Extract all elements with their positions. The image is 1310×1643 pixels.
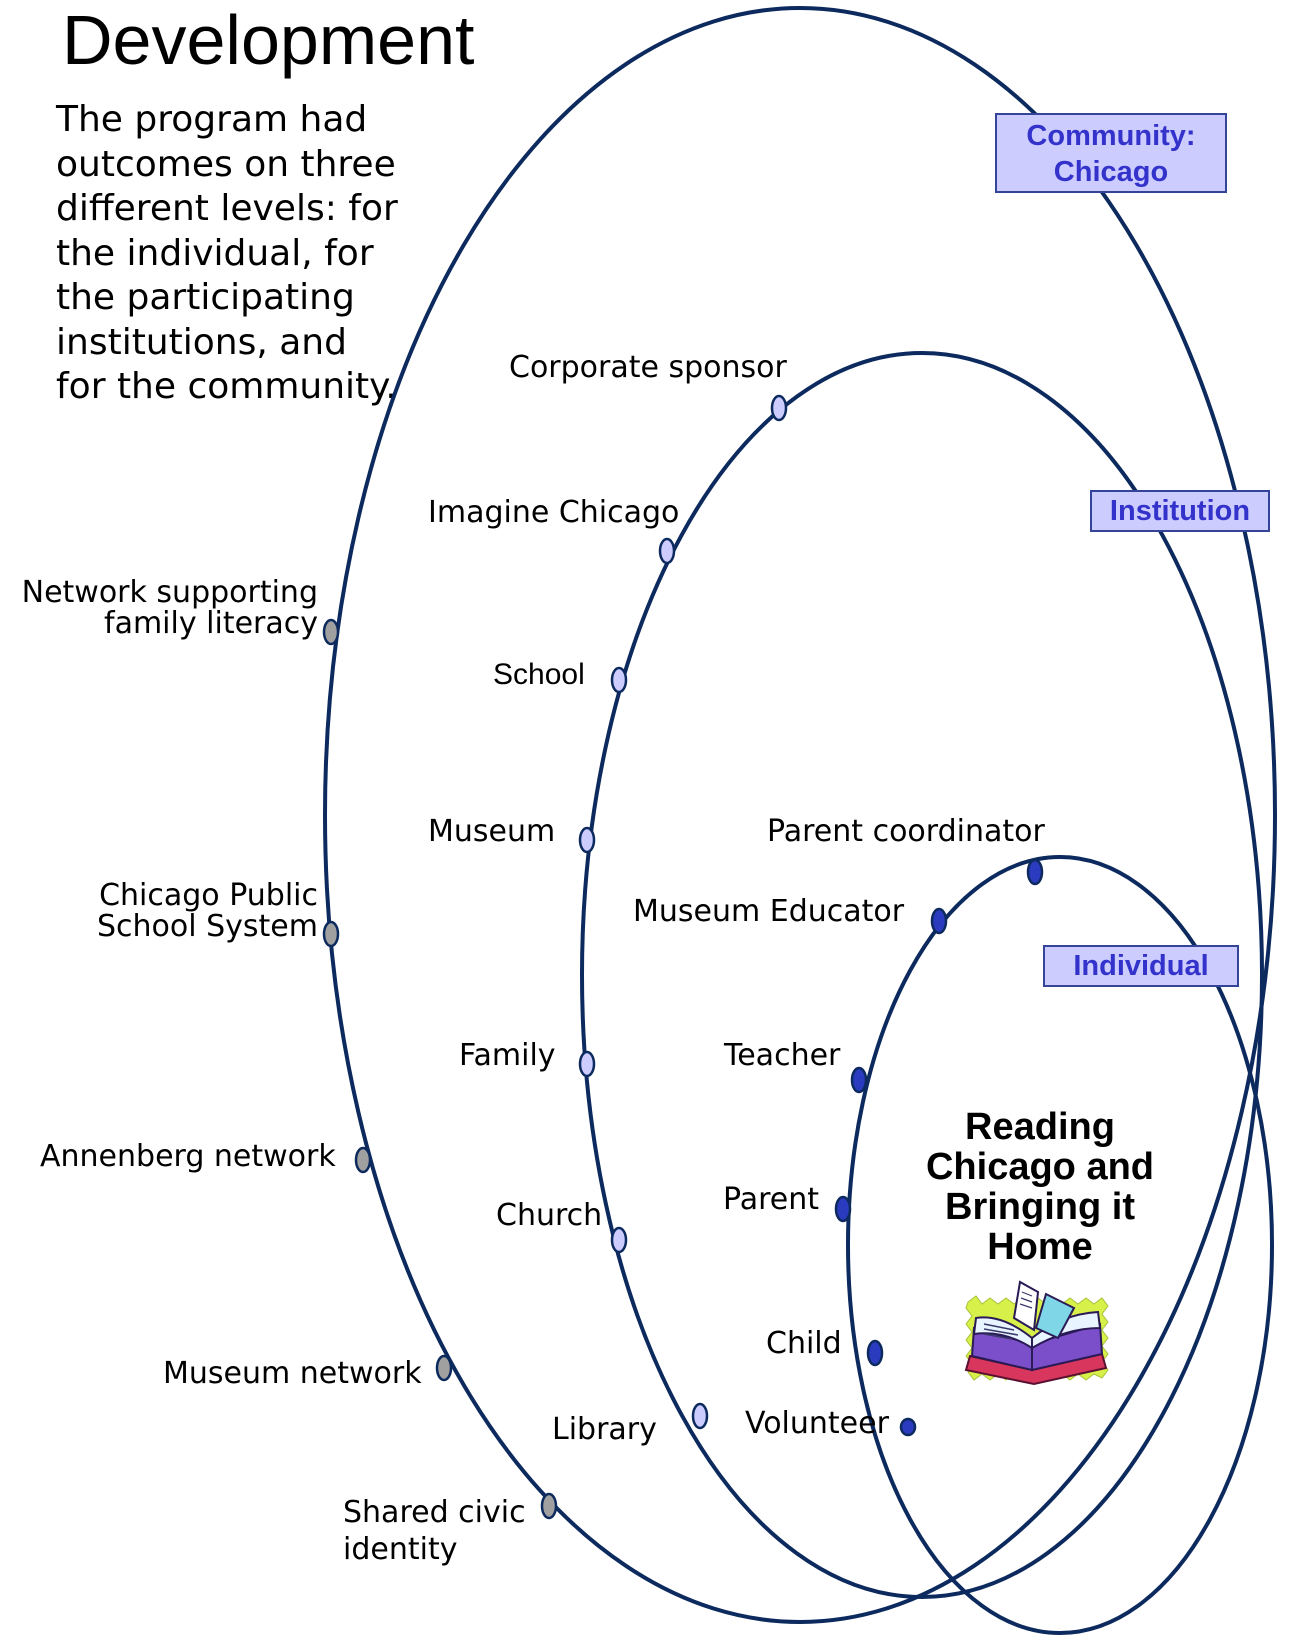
node-label-network-family-literacy: Network supporting family literacy: [21, 575, 318, 641]
node-dot-museum-educator: [930, 907, 948, 935]
node-dot-library: [691, 1402, 709, 1430]
node-label-parent-coordinator: Parent coordinator: [767, 814, 1045, 849]
community-ellipse: [323, 6, 1277, 1624]
node-label-child: Child: [766, 1326, 842, 1361]
node-dot-network-family-literacy: [322, 618, 340, 646]
node-dot-shared-civic-identity: [540, 1492, 558, 1520]
node-label-shared-civic-identity: Shared civic identity: [343, 1495, 526, 1567]
node-label-museum: Museum: [428, 814, 556, 849]
page-title: Development: [62, 1, 475, 79]
node-label-museum-network: Museum network: [163, 1356, 422, 1391]
node-label-corporate-sponsor: Corporate sponsor: [509, 350, 787, 385]
open-book-icon: [964, 1280, 1109, 1386]
node-dot-chicago-public-school-system: [322, 920, 340, 948]
node-label-annenberg-network: Annenberg network: [40, 1139, 336, 1174]
node-label-family: Family: [459, 1038, 556, 1073]
individual-level-box: Individual: [1043, 945, 1239, 987]
node-dot-church: [610, 1226, 628, 1254]
node-dot-parent: [834, 1195, 852, 1223]
node-dot-school: [610, 666, 628, 694]
node-label-imagine-chicago: Imagine Chicago: [428, 495, 680, 530]
node-dot-annenberg-network: [354, 1146, 372, 1174]
individual-ellipse: [846, 855, 1274, 1635]
node-dot-museum-network: [435, 1354, 453, 1382]
community-level-box: Community: Chicago: [995, 113, 1227, 193]
node-dot-teacher: [850, 1066, 868, 1094]
node-label-library: Library: [552, 1412, 657, 1447]
node-dot-museum: [578, 826, 596, 854]
node-dot-child: [866, 1339, 884, 1367]
intro-text: The program had outcomes on three differ…: [56, 99, 398, 407]
node-dot-family: [578, 1050, 596, 1078]
node-label-volunteer: Volunteer: [745, 1406, 889, 1441]
institution-level-box: Institution: [1090, 490, 1270, 532]
node-label-teacher: Teacher: [724, 1038, 841, 1073]
node-label-museum-educator: Museum Educator: [633, 894, 905, 929]
center-program-title: Reading Chicago and Bringing it Home: [925, 1106, 1155, 1268]
node-label-chicago-public-school-system: Chicago Public School System: [96, 878, 318, 944]
node-dot-parent-coordinator: [1026, 858, 1044, 886]
node-dot-imagine-chicago: [658, 537, 676, 565]
node-label-parent: Parent: [723, 1182, 820, 1217]
node-label-school: School: [493, 658, 585, 691]
node-dot-volunteer: [899, 1417, 917, 1437]
node-dot-corporate-sponsor: [770, 394, 788, 422]
node-label-church: Church: [496, 1198, 603, 1233]
institution-ellipse: [580, 351, 1264, 1599]
